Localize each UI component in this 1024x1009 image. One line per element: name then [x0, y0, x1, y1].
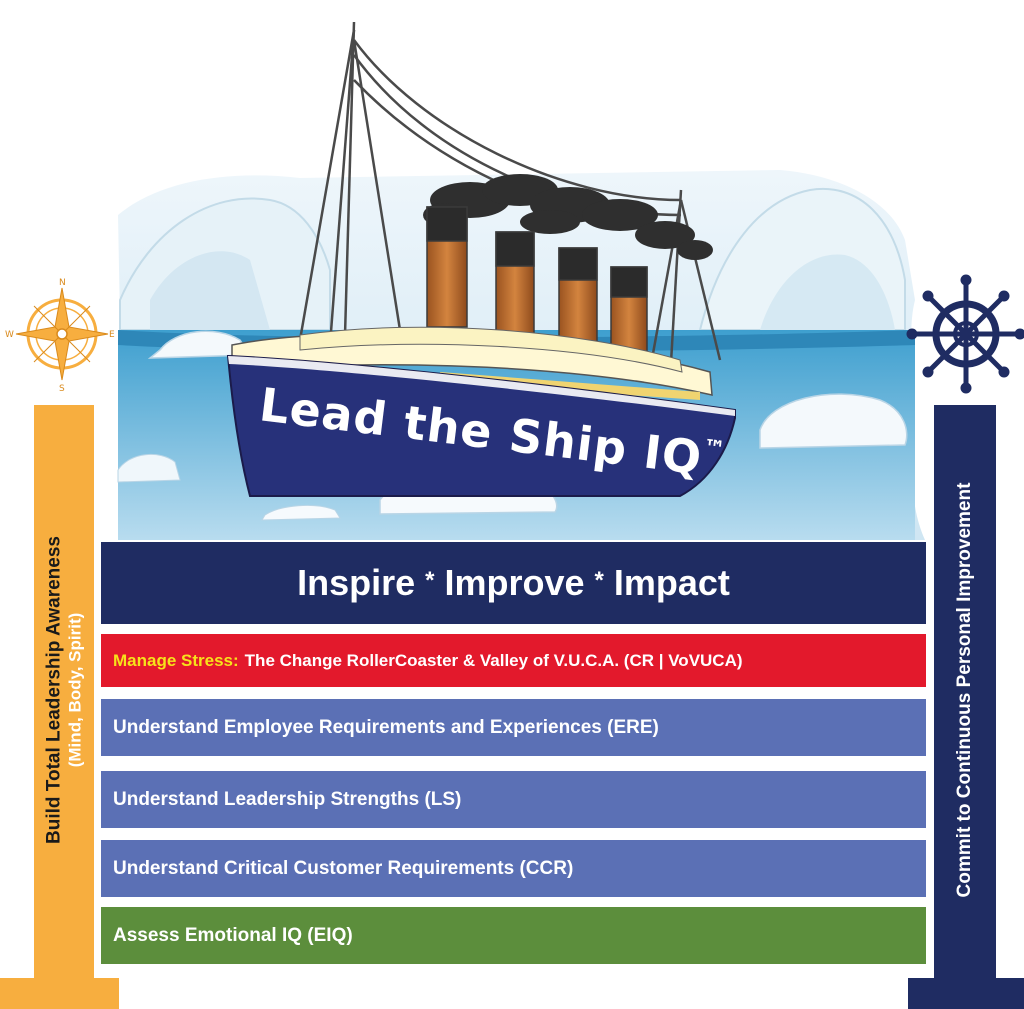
right-pillar-base: [908, 978, 1024, 1009]
compass-s: S: [59, 384, 65, 394]
ship-title-trademark: ™: [702, 436, 728, 464]
compass-rose-icon: N S E W: [5, 278, 115, 394]
ship-funnels: [426, 206, 648, 373]
compass-n: N: [59, 278, 66, 288]
row-customer-requirements: Understand Critical Customer Requirement…: [101, 840, 926, 897]
row-manage-stress: Manage Stress: The Change RollerCoaster …: [101, 634, 926, 687]
tagline-banner: Inspire * Improve * Impact: [101, 542, 926, 624]
tagline-impact: Impact: [613, 562, 730, 603]
left-pillar-label: Build Total Leadership Awareness (Mind, …: [43, 536, 84, 844]
row-stress-text: The Change RollerCoaster & Valley of V.U…: [244, 650, 743, 670]
right-pillar-label: Commit to Continuous Personal Improvemen…: [954, 482, 976, 898]
row-leadership-strengths: Understand Leadership Strengths (LS): [101, 771, 926, 828]
left-pillar: [34, 405, 94, 980]
left-pillar-line2: (Mind, Body, Spirit): [65, 612, 85, 768]
ship-wheel-icon: [906, 274, 1024, 394]
left-pillar-line1: Build Total Leadership Awareness: [43, 536, 65, 844]
tagline-improve: Improve: [444, 562, 585, 603]
right-pillar: [934, 405, 996, 980]
tagline-separator-2: *: [594, 567, 604, 594]
tagline-inspire: Inspire: [297, 562, 416, 603]
row-stress-highlight: Manage Stress:: [113, 650, 239, 670]
row-emotional-iq: Assess Emotional IQ (EIQ): [101, 907, 926, 964]
compass-w: W: [5, 330, 14, 340]
left-pillar-base: [0, 978, 119, 1009]
compass-e: E: [109, 330, 115, 340]
tagline-separator-1: *: [425, 567, 435, 594]
row-employee-requirements: Understand Employee Requirements and Exp…: [101, 699, 926, 756]
